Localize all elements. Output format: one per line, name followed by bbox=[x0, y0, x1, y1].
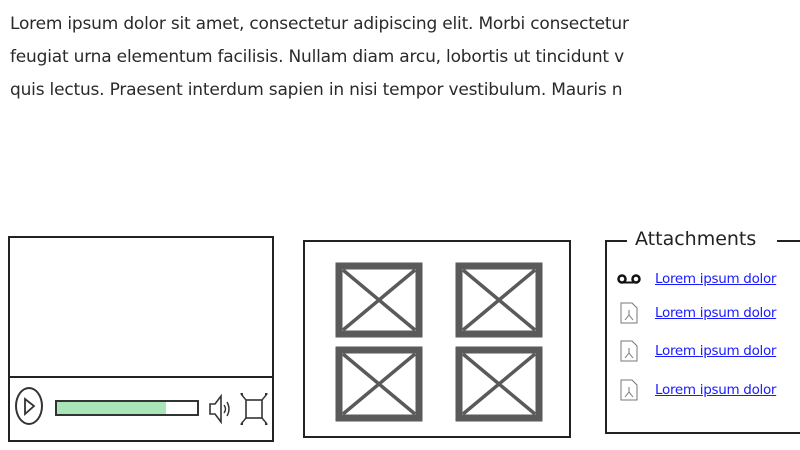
image-gallery bbox=[303, 240, 571, 438]
body-paragraph: Lorem ipsum dolor sit amet, consectetur … bbox=[10, 8, 800, 107]
attachment-link[interactable]: Lorem ipsum dolor bbox=[655, 271, 777, 287]
attachment-link[interactable]: Lorem ipsum dolor bbox=[655, 343, 777, 359]
play-icon bbox=[24, 397, 36, 417]
paragraph-line: Lorem ipsum dolor sit amet, consectetur … bbox=[10, 14, 629, 34]
image-placeholder-icon[interactable] bbox=[455, 346, 543, 422]
paragraph-line: quis lectus. Praesent interdum sapien in… bbox=[10, 80, 623, 100]
attachment-item: Lorem ipsum dolor bbox=[617, 340, 776, 362]
fieldset-border bbox=[605, 240, 627, 242]
image-placeholder-icon[interactable] bbox=[335, 346, 423, 422]
pdf-icon bbox=[617, 379, 641, 401]
volume-icon[interactable] bbox=[208, 392, 236, 426]
progress-fill bbox=[57, 402, 167, 414]
attachment-item: Lorem ipsum dolor bbox=[617, 268, 776, 290]
attachment-item: Lorem ipsum dolor bbox=[617, 379, 776, 401]
paragraph-line: feugiat urna elementum facilisis. Nullam… bbox=[10, 47, 624, 67]
progress-bar[interactable] bbox=[55, 400, 199, 416]
fullscreen-icon[interactable] bbox=[240, 390, 268, 428]
play-button[interactable] bbox=[15, 387, 43, 425]
attachments-panel: Attachments Lorem ipsum dolor Lorem ipsu… bbox=[605, 228, 800, 434]
attachments-title: Attachments bbox=[635, 228, 757, 250]
image-placeholder-icon[interactable] bbox=[455, 262, 543, 338]
video-controls bbox=[10, 378, 272, 440]
video-screen[interactable] bbox=[10, 238, 272, 378]
attachment-link[interactable]: Lorem ipsum dolor bbox=[655, 305, 777, 321]
attachment-link[interactable]: Lorem ipsum dolor bbox=[655, 382, 777, 398]
fieldset-border bbox=[777, 240, 800, 242]
attachment-item: Lorem ipsum dolor bbox=[617, 302, 776, 324]
video-player bbox=[8, 236, 274, 442]
pdf-icon bbox=[617, 340, 641, 362]
voicemail-icon bbox=[617, 269, 641, 289]
image-placeholder-icon[interactable] bbox=[335, 262, 423, 338]
pdf-icon bbox=[617, 302, 641, 324]
